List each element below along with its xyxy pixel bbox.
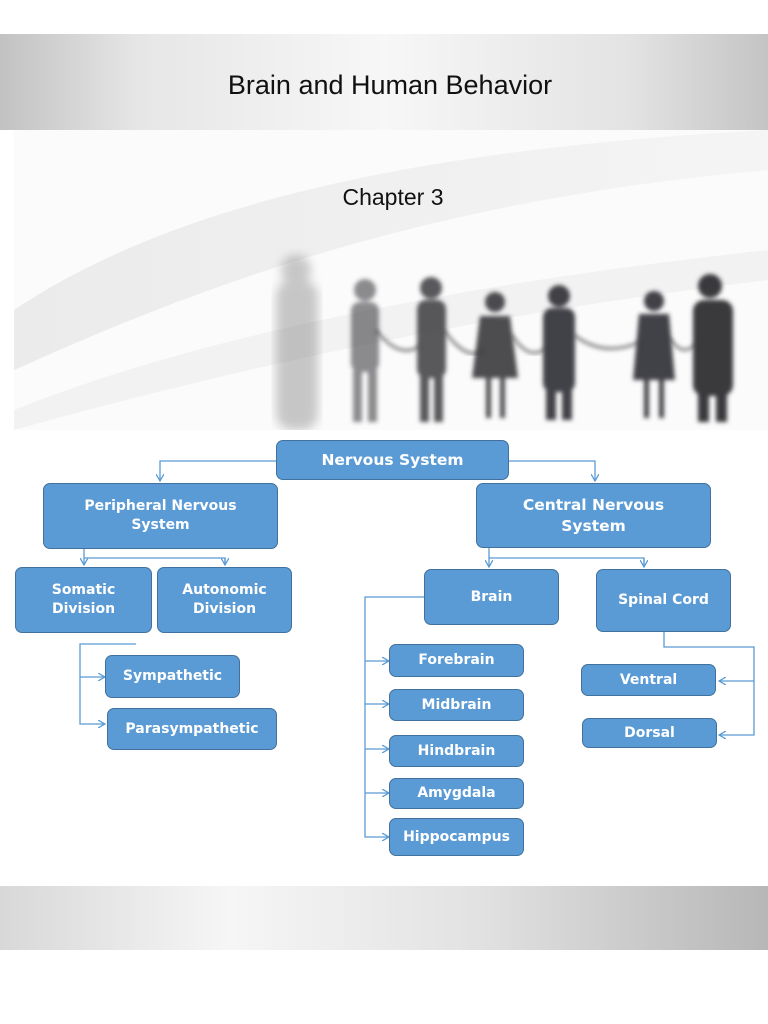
node-hindbrain: Hindbrain (389, 735, 524, 767)
node-brain: Brain (424, 569, 559, 625)
cover-photo (14, 130, 768, 430)
node-midbrain: Midbrain (389, 689, 524, 721)
edge-autonomic-parasympathetic (79, 643, 136, 724)
edge-spinal-dorsal (663, 632, 755, 735)
node-nervous-system: Nervous System (276, 440, 509, 480)
node-spinal-cord: Spinal Cord (596, 569, 731, 632)
edge-root-pns (160, 460, 276, 481)
node-peripheral-nervous-system: Peripheral Nervous System (43, 483, 278, 549)
node-amygdala: Amygdala (389, 778, 524, 809)
nervous-system-diagram: Nervous System Peripheral Nervous System… (14, 431, 766, 861)
footer-band (0, 886, 768, 950)
diagram-connectors (79, 460, 755, 861)
header-band (0, 34, 768, 130)
node-hippocampus: Hippocampus (389, 818, 524, 856)
edge-pns-split (83, 548, 226, 565)
node-autonomic-division: Autonomic Division (157, 567, 292, 633)
node-dorsal: Dorsal (582, 718, 717, 748)
node-sympathetic: Sympathetic (105, 655, 240, 698)
edge-cns-split (488, 548, 645, 567)
chapter-label: Chapter 3 (342, 184, 444, 210)
node-ventral: Ventral (581, 664, 716, 696)
node-central-nervous-system: Central Nervous System (476, 483, 711, 548)
document-title: Brain and Human Behavior (227, 70, 553, 100)
node-somatic-division: Somatic Division (15, 567, 152, 633)
edge-root-cns (509, 460, 595, 481)
edge-brain-hippocampus (364, 596, 424, 837)
node-parasympathetic: Parasympathetic (107, 708, 277, 750)
node-forebrain: Forebrain (389, 644, 524, 677)
